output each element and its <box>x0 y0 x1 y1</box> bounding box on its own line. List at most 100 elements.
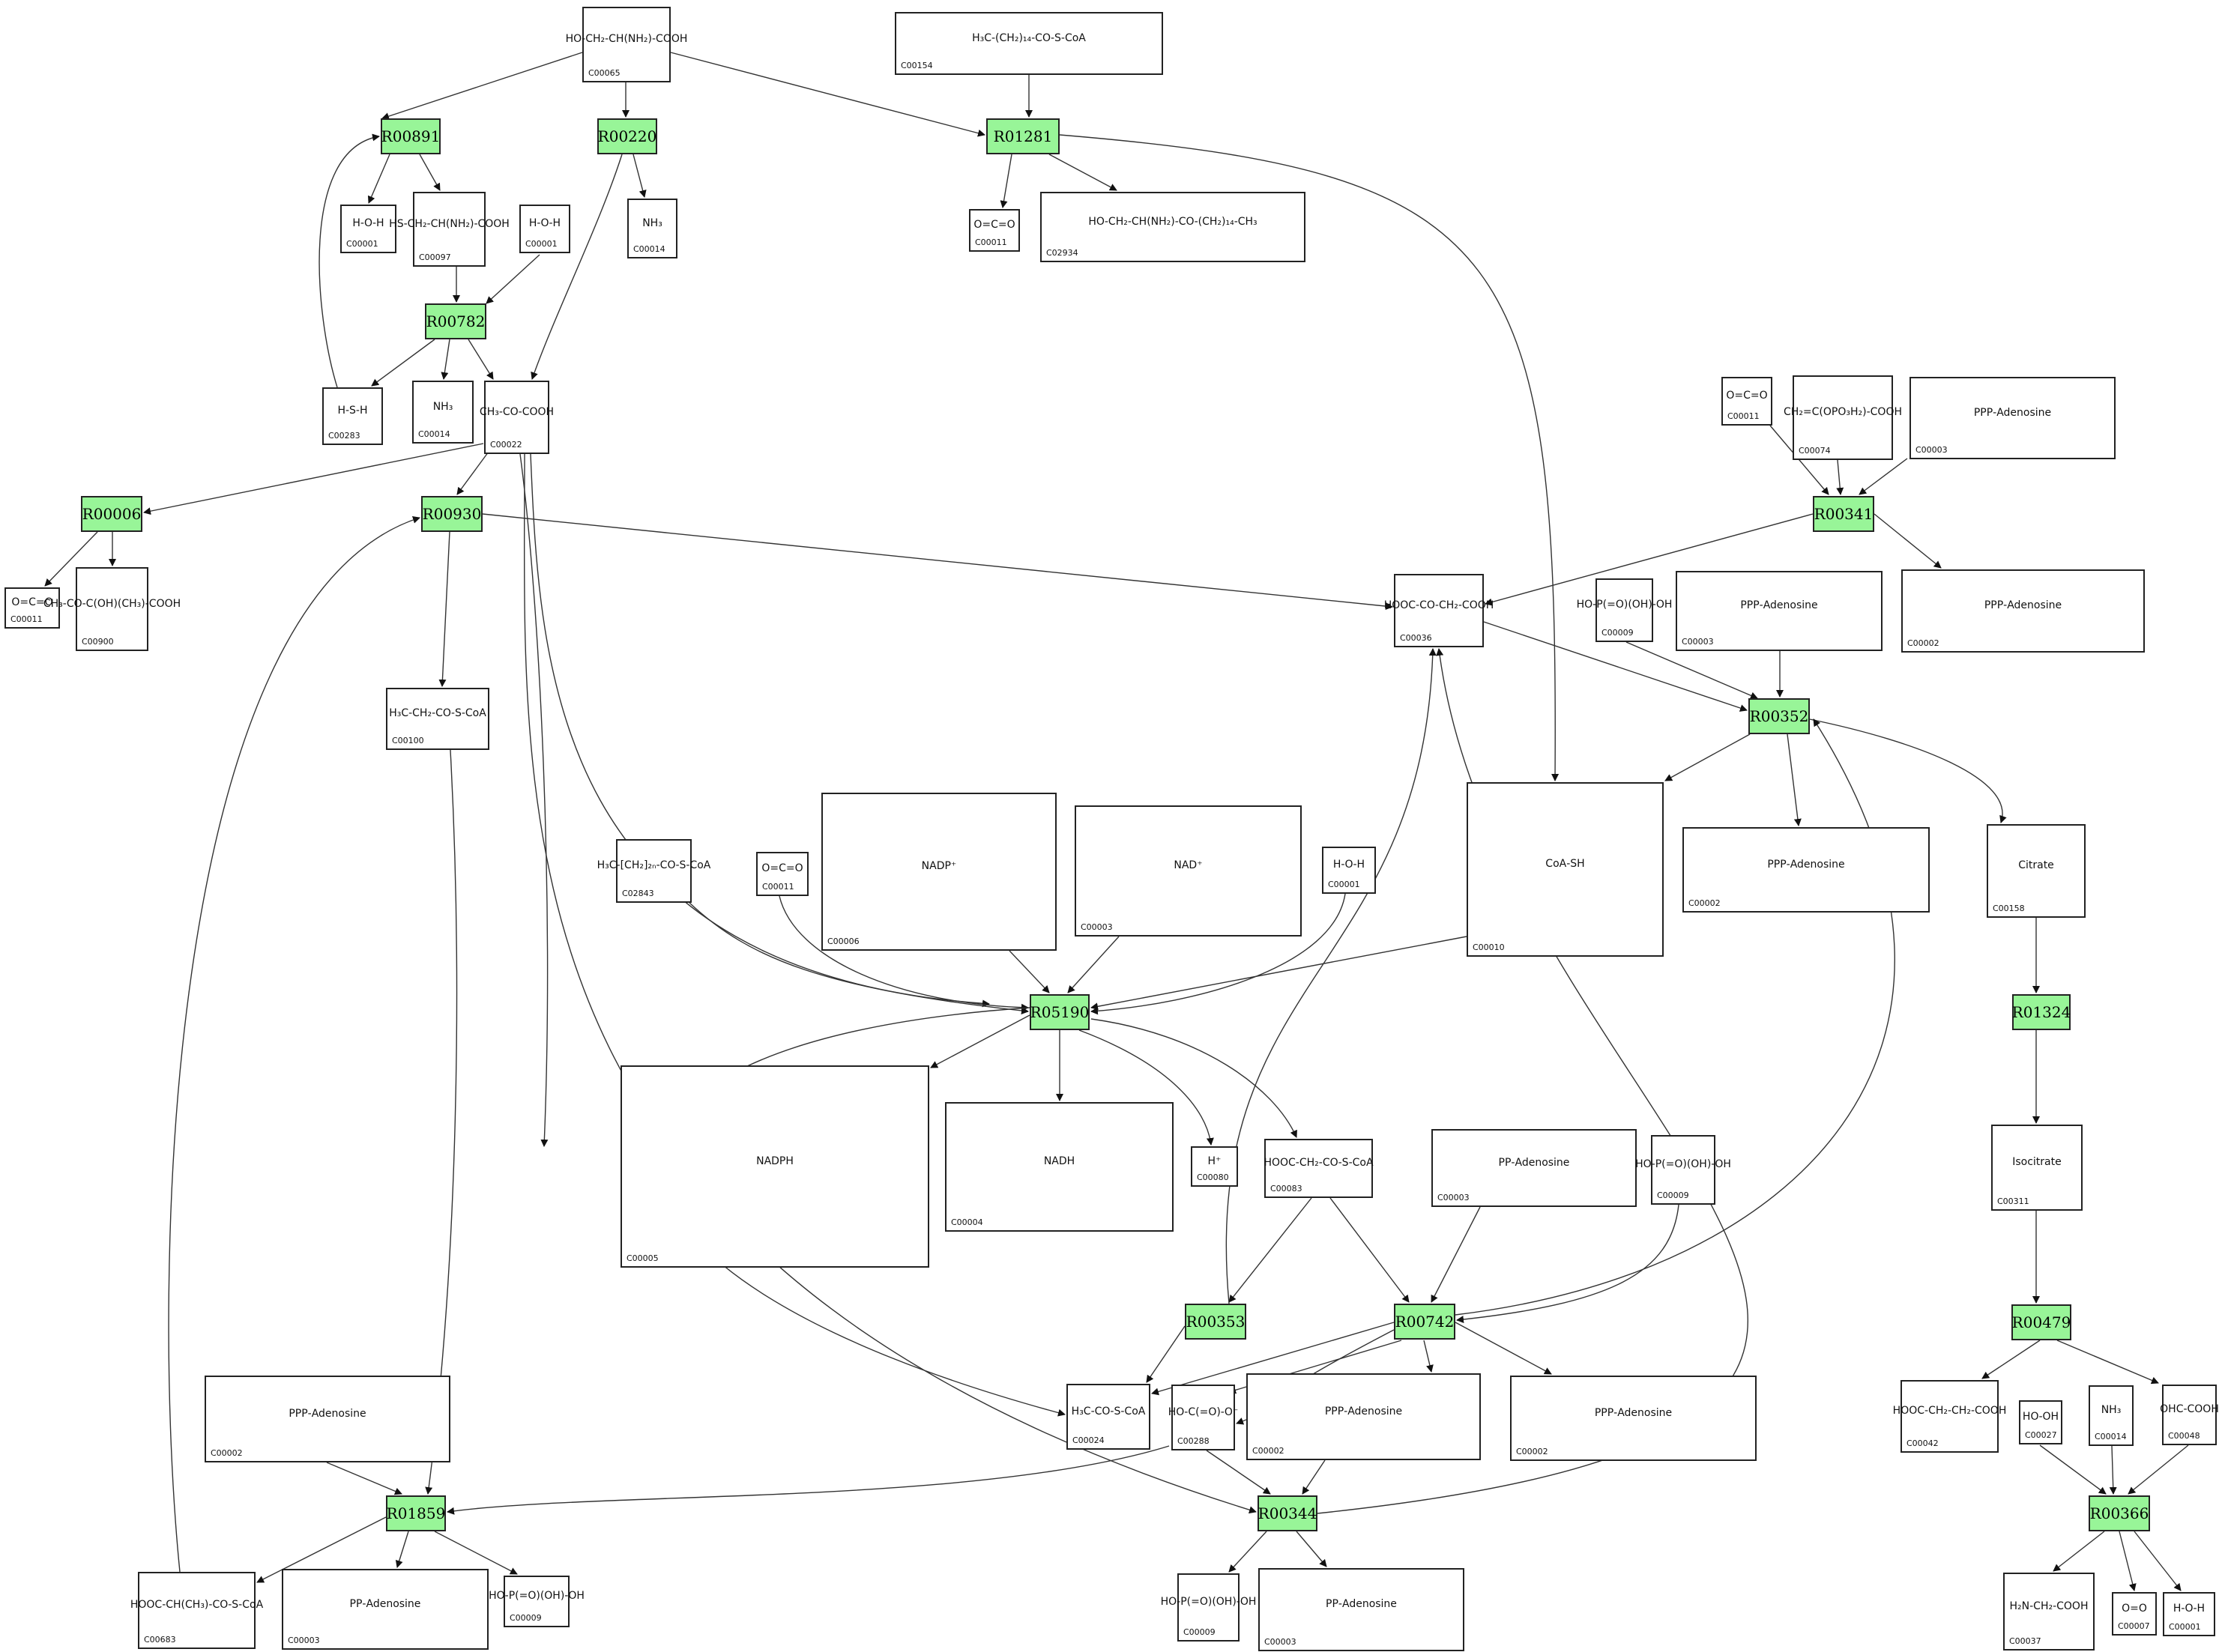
compound-id-label: C00011 <box>1727 411 1760 421</box>
compound-id-label: C00006 <box>827 937 860 946</box>
reaction-r00782[interactable]: R00782 <box>425 303 486 339</box>
reaction-r00344[interactable]: R00344 <box>1258 1495 1317 1531</box>
reaction-r01281[interactable]: R01281 <box>986 118 1060 154</box>
compound-c00080[interactable]: H⁺C00080 <box>1191 1146 1238 1187</box>
compound-structure: NH₃ <box>642 217 662 229</box>
reaction-r00352[interactable]: R00352 <box>1748 698 1810 734</box>
compound-structure: PPP‑Adenosine <box>1324 1405 1403 1417</box>
reaction-r00479[interactable]: R00479 <box>2011 1304 2071 1340</box>
reaction-r00353[interactable]: R00353 <box>1185 1304 1246 1340</box>
compound-structure: PPP‑Adenosine <box>1767 858 1845 871</box>
compound-structure: HS‑CH₂‑CH(NH₂)‑COOH <box>389 217 510 230</box>
reaction-r00891[interactable]: R00891 <box>381 118 441 154</box>
compound-structure: H‑O‑H <box>352 217 384 230</box>
reaction-r00742[interactable]: R00742 <box>1394 1304 1455 1340</box>
reaction-r00006[interactable]: R00006 <box>81 496 142 532</box>
reaction-r01324[interactable]: R01324 <box>2012 994 2071 1030</box>
reaction-edge <box>486 254 540 304</box>
compound-id-label: C00154 <box>901 61 933 70</box>
reaction-edge <box>371 339 435 387</box>
reaction-edge <box>1048 154 1117 191</box>
compound-structure: O=O <box>2122 1602 2147 1615</box>
reaction-edge <box>438 531 450 687</box>
compound-c00006[interactable]: NADP⁺C00006 <box>821 793 1057 951</box>
reaction-r00220[interactable]: R00220 <box>597 118 657 154</box>
reaction-edge <box>482 513 1393 611</box>
compound-structure: HOOC‑CO‑CH₂‑COOH <box>1383 599 1494 611</box>
reaction-r01859[interactable]: R01859 <box>386 1495 446 1531</box>
compound-structure: CH₃‑CO‑COOH <box>479 405 555 418</box>
reaction-edge <box>168 516 420 1573</box>
reaction-r00366[interactable]: R00366 <box>2089 1495 2150 1531</box>
compound-c00003[interactable]: NAD⁺C00003 <box>1075 805 1302 937</box>
reaction-edge <box>530 453 990 1008</box>
compound-c00288[interactable]: HO‑C(=O)‑O⁻C00288 <box>1168 1385 1238 1450</box>
reaction-r00341[interactable]: R00341 <box>1813 496 1874 532</box>
reaction-r05190[interactable]: R05190 <box>1030 994 1090 1030</box>
compound-id-label: C00002 <box>1252 1446 1284 1456</box>
compound-id-label: C00158 <box>1993 904 2025 913</box>
compound-structure: HO‑P(=O)(OH)‑OH <box>1576 599 1673 611</box>
reaction-r00930[interactable]: R00930 <box>421 496 483 532</box>
compound-id-label: C00011 <box>975 237 1007 247</box>
compound-id-label: C00002 <box>1688 898 1721 908</box>
compound-structure: PPP‑Adenosine <box>1740 599 1818 612</box>
compound-structure: H₂N‑CH₂‑COOH <box>2009 1600 2089 1612</box>
compound-id-label: C00001 <box>1328 880 1360 889</box>
compound-structure: NADPH <box>756 1155 794 1167</box>
compound-id-label: C00003 <box>1915 445 1948 455</box>
reaction-edge <box>441 339 450 380</box>
reaction-edge <box>1423 1340 1434 1373</box>
compound-id-label: C00100 <box>392 736 424 745</box>
